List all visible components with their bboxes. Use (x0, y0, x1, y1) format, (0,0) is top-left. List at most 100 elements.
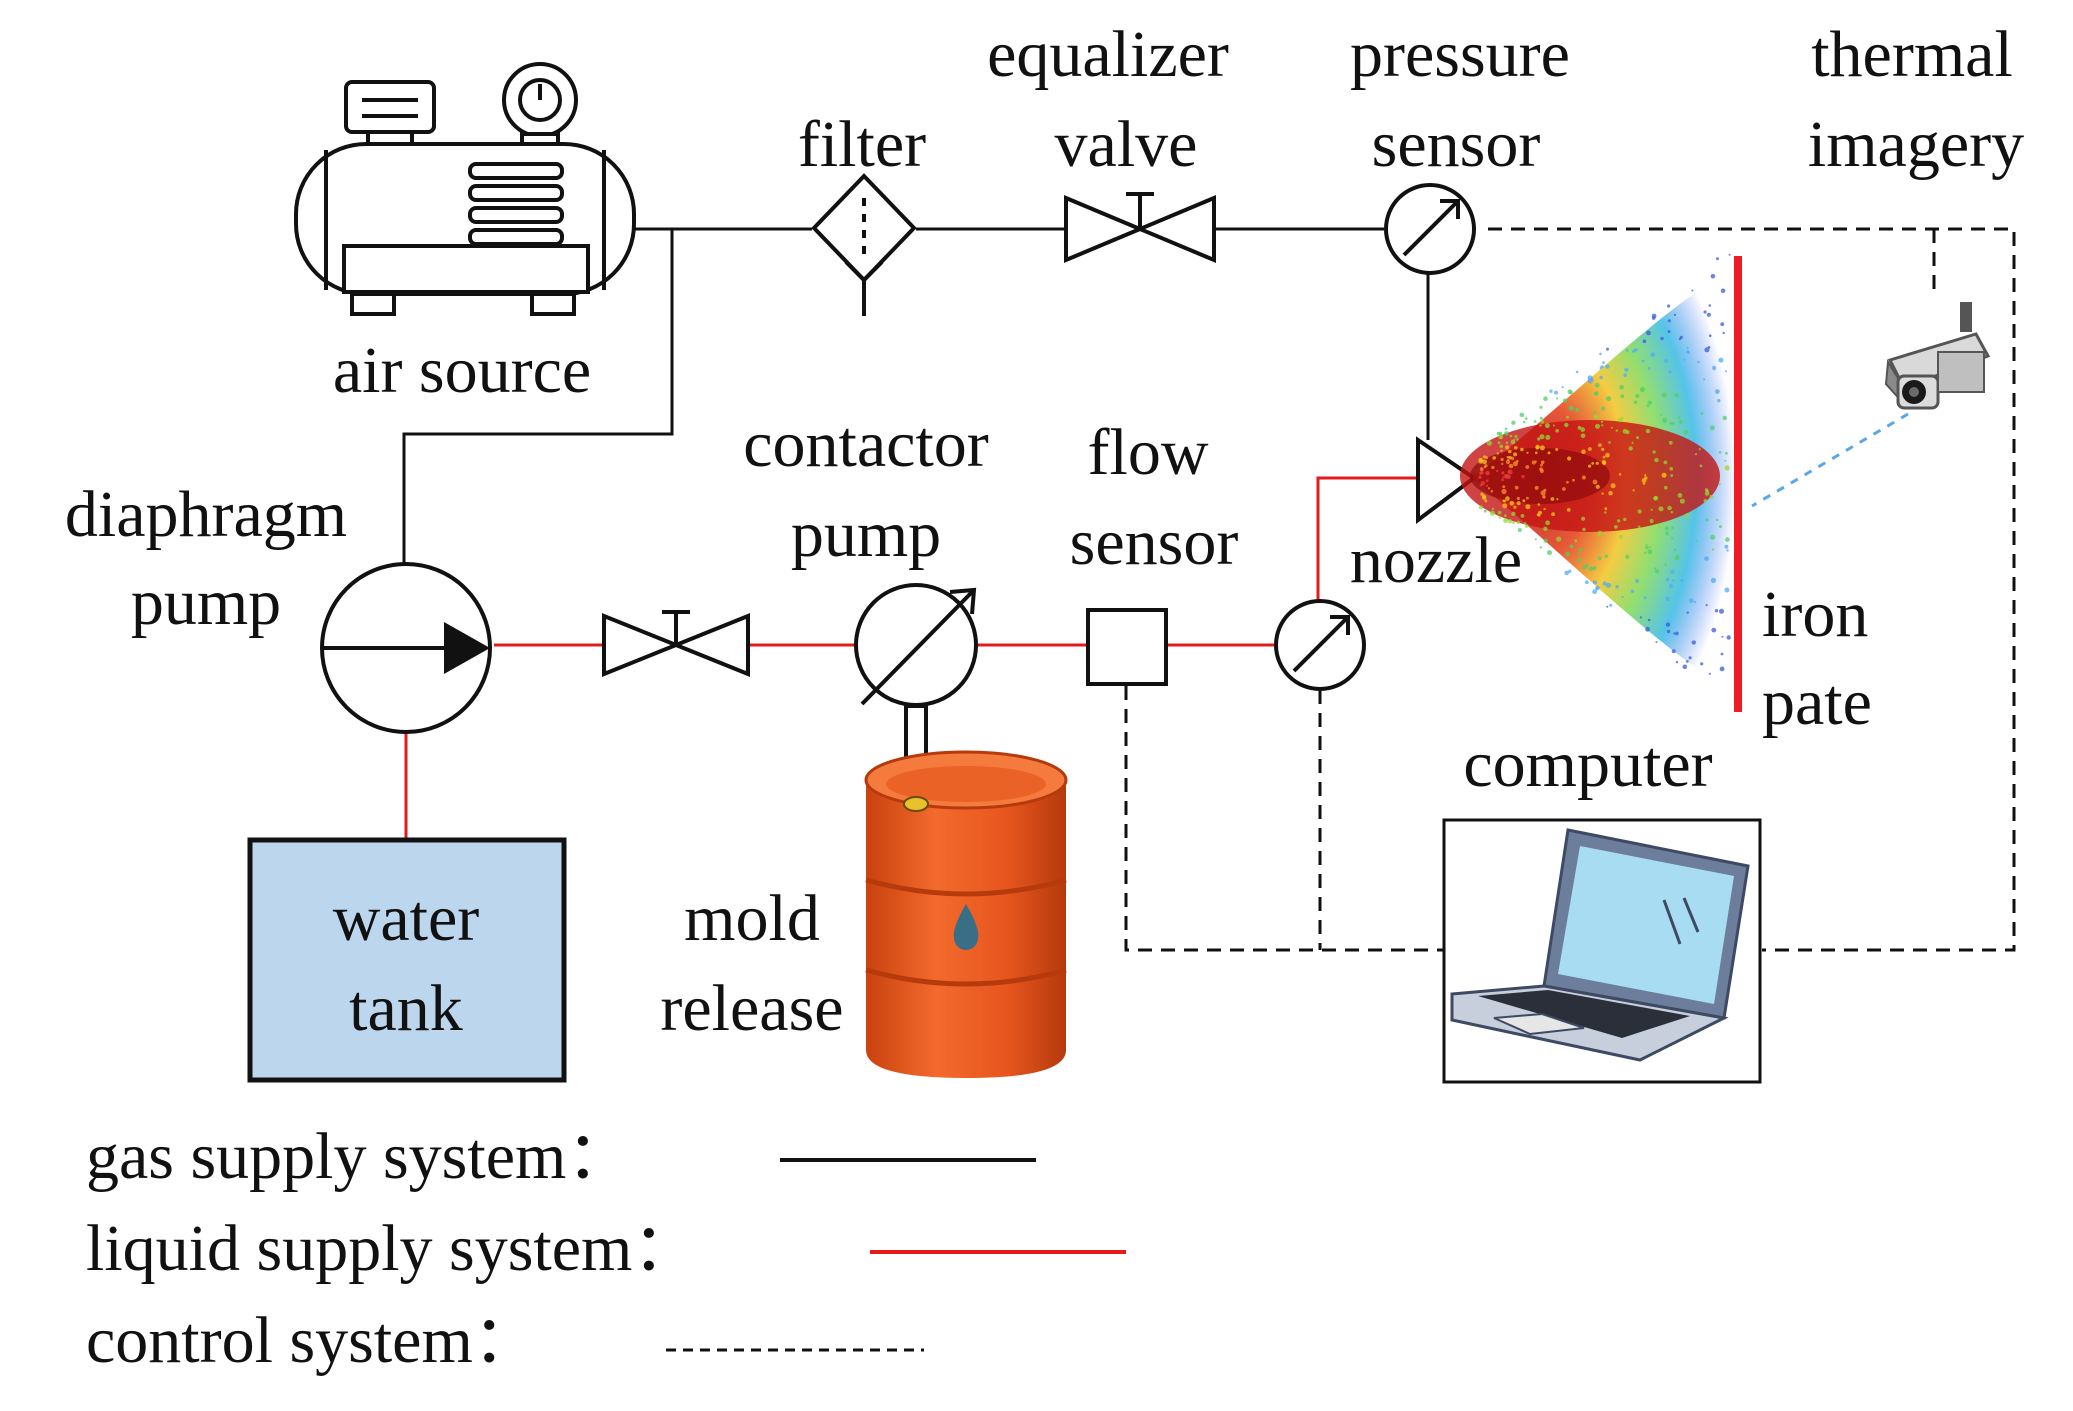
spray-dot (1500, 449, 1503, 452)
spray-dot (1521, 474, 1525, 479)
spray-dot (1576, 557, 1582, 563)
spray-dot (1595, 423, 1600, 429)
spray-dot (1525, 504, 1531, 510)
spray-dot (1501, 478, 1504, 482)
spray-dot (1691, 640, 1697, 645)
spray-dot (1673, 632, 1676, 635)
spray-dot (1719, 608, 1724, 614)
spray-dot (1707, 346, 1711, 349)
label-mold-release-line1: mold (684, 882, 820, 955)
spray-dot (1479, 471, 1483, 475)
spray-dot (1566, 508, 1571, 512)
spray-dot (1539, 434, 1545, 440)
spray-dot (1654, 567, 1657, 570)
spray-dot (1632, 489, 1635, 492)
camera-icon (1884, 302, 1991, 410)
spray-dot (1507, 470, 1510, 473)
label-pressure-sensor-line1: pressure (1350, 18, 1570, 91)
spray-dot (1672, 579, 1675, 582)
spray-dot (1718, 357, 1724, 363)
spray-dot (1610, 426, 1613, 429)
camera-beam (1751, 412, 1909, 508)
spray-dot (1674, 631, 1679, 636)
spray-dot (1615, 585, 1619, 589)
spray-dot (1508, 455, 1512, 460)
spray-dot (1543, 538, 1548, 543)
spray-dot (1625, 349, 1629, 352)
spray-dot (1724, 587, 1730, 593)
spray-dot (1481, 495, 1487, 500)
spray-dot (1674, 393, 1679, 398)
spray-dot (1496, 431, 1501, 436)
spray-dot (1587, 375, 1593, 381)
spray-dot (1508, 449, 1512, 454)
spray-dot (1679, 498, 1685, 504)
spray-dot (1533, 420, 1537, 423)
filter-icon (811, 173, 917, 316)
laptop-icon (1450, 828, 1750, 1062)
spray-dot (1677, 416, 1681, 420)
spray-dot (1517, 528, 1522, 532)
spray-dot (1593, 410, 1597, 414)
spray-dot (1535, 446, 1539, 450)
spray-dot (1630, 589, 1635, 593)
spray-dot (1645, 546, 1649, 550)
nozzle-icon (1416, 436, 1478, 524)
spray-dot (1539, 546, 1543, 549)
spray-dot (1620, 394, 1625, 398)
spray-dot (1708, 304, 1712, 307)
spray-dot (1487, 487, 1491, 490)
label-contactor-pump-line1: contactor (743, 408, 989, 481)
spray-dot (1683, 429, 1689, 435)
spray-dot (1594, 391, 1599, 396)
spray-dot (1683, 358, 1686, 361)
spray-dot (1550, 497, 1555, 501)
spray-dot (1714, 609, 1719, 613)
spray-dot (1564, 422, 1569, 428)
spray-dot (1549, 389, 1553, 393)
spray-dot (1538, 510, 1542, 515)
spray-dot (1624, 367, 1629, 372)
spray-dot (1511, 420, 1516, 425)
control-lines (1124, 227, 2016, 952)
label-contactor-pump-line2: pump (791, 498, 941, 571)
pump-icon (320, 562, 492, 734)
spray-dot (1499, 444, 1504, 449)
spray-dot (1604, 511, 1607, 514)
spray-dot (1728, 253, 1731, 256)
spray-dot (1639, 386, 1646, 393)
spray-dot (1704, 556, 1709, 561)
spray-dot (1696, 539, 1699, 542)
spray-dot (1605, 364, 1610, 369)
spray-dot (1722, 331, 1725, 335)
spray-dot (1704, 347, 1710, 353)
spray-dot (1716, 518, 1719, 522)
spray-dot (1666, 629, 1671, 634)
spray-dot (1720, 288, 1726, 294)
legend-gas-label: gas supply system： (86, 1120, 632, 1193)
spray-dot (1598, 443, 1602, 447)
spray-dot (1595, 461, 1599, 465)
spray-dot (1540, 460, 1545, 465)
spray-dot (1569, 544, 1574, 548)
spray-dot (1646, 330, 1651, 336)
spray-dot (1566, 415, 1569, 419)
spray-dot (1539, 469, 1544, 473)
spray-dot (1660, 336, 1664, 341)
spray-dot (1609, 603, 1613, 607)
spray-dot (1543, 507, 1546, 511)
spray-dot (1724, 544, 1729, 549)
spray-dot (1705, 604, 1708, 607)
spray-dot (1597, 530, 1603, 536)
spray-dot (1608, 441, 1611, 444)
spray-dot (1688, 656, 1692, 660)
label-thermal-imagery-line1: thermal (1811, 18, 2013, 91)
spray-dot (1510, 439, 1516, 445)
spray-dot (1539, 416, 1543, 420)
spray-dot (1711, 365, 1717, 371)
label-diaphragm-pump-line2: pump (131, 566, 281, 639)
flow-sensor-icon (1086, 608, 1168, 686)
spray-dot (1644, 474, 1647, 477)
spray-dot (1653, 496, 1658, 501)
spray-dot (1717, 398, 1721, 403)
